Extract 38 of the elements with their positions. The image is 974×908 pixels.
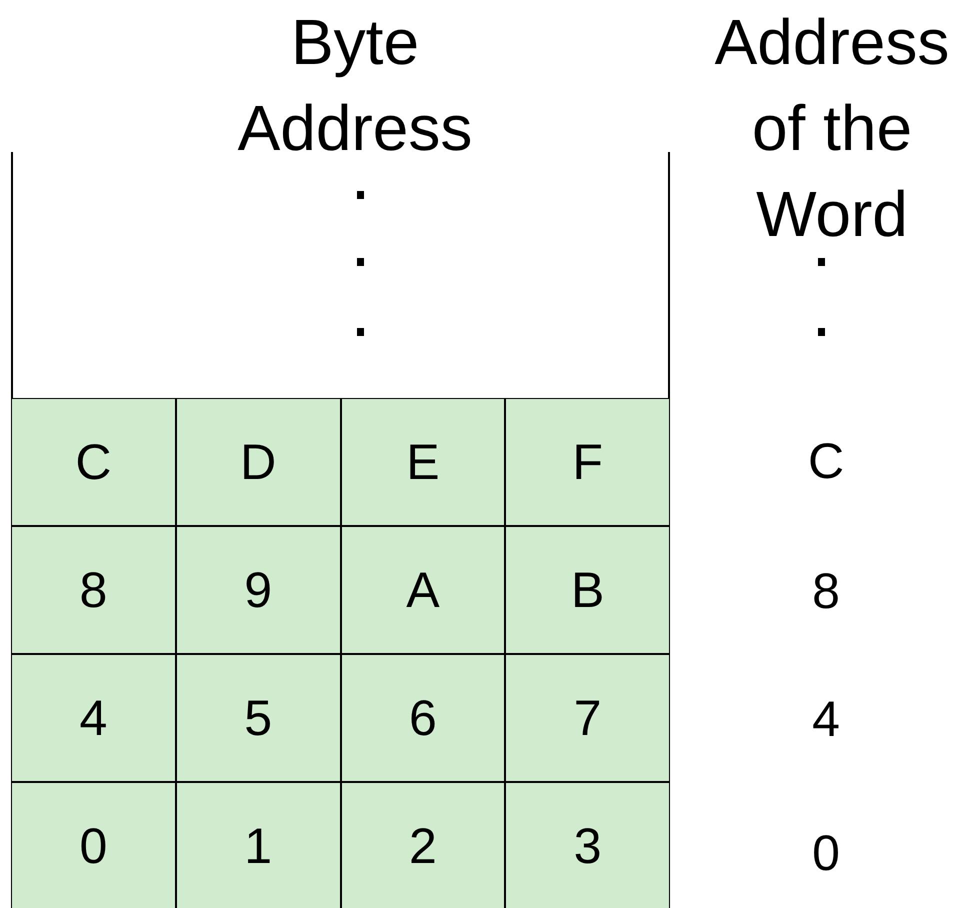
memory-cell [176, 526, 340, 654]
byte-address: C [75, 433, 112, 491]
byte-address: D [240, 433, 276, 491]
byte-address: B [570, 561, 604, 619]
memory-cell [505, 398, 670, 526]
memory-cell [176, 398, 340, 526]
byte-address: 7 [574, 689, 602, 747]
memory-cell [340, 782, 506, 908]
memory-cell [505, 526, 670, 654]
byte-address: F [572, 433, 603, 491]
byte-address: 0 [79, 817, 108, 875]
memory-cell [11, 782, 176, 908]
byte-address: 6 [408, 689, 437, 747]
word-address: C [806, 432, 846, 490]
memory-cell [176, 654, 340, 782]
memory-cell [505, 654, 670, 782]
byte-address: 2 [408, 817, 437, 875]
word-address: 4 [811, 690, 841, 748]
byte-address: A [406, 561, 440, 619]
memory-cell [11, 398, 176, 526]
byte-address: 1 [244, 817, 272, 875]
memory-cell [340, 526, 506, 654]
byte-address: 3 [574, 817, 602, 875]
byte-address: 9 [244, 561, 272, 619]
byte-address: 8 [79, 561, 108, 619]
column-heading: Byte Address [236, 5, 474, 166]
memory-cell [11, 654, 176, 782]
word-address: 0 [811, 824, 841, 882]
byte-address: E [406, 433, 440, 491]
byte-address: 5 [244, 689, 272, 747]
memory-cell [176, 782, 340, 908]
byte-address: 4 [79, 689, 108, 747]
memory-cell [11, 526, 176, 654]
memory-cell [340, 654, 506, 782]
word-address: 8 [811, 562, 841, 620]
memory-cell [340, 398, 506, 526]
memory-cell [505, 782, 670, 908]
column-heading: Address of the Word [714, 5, 950, 252]
